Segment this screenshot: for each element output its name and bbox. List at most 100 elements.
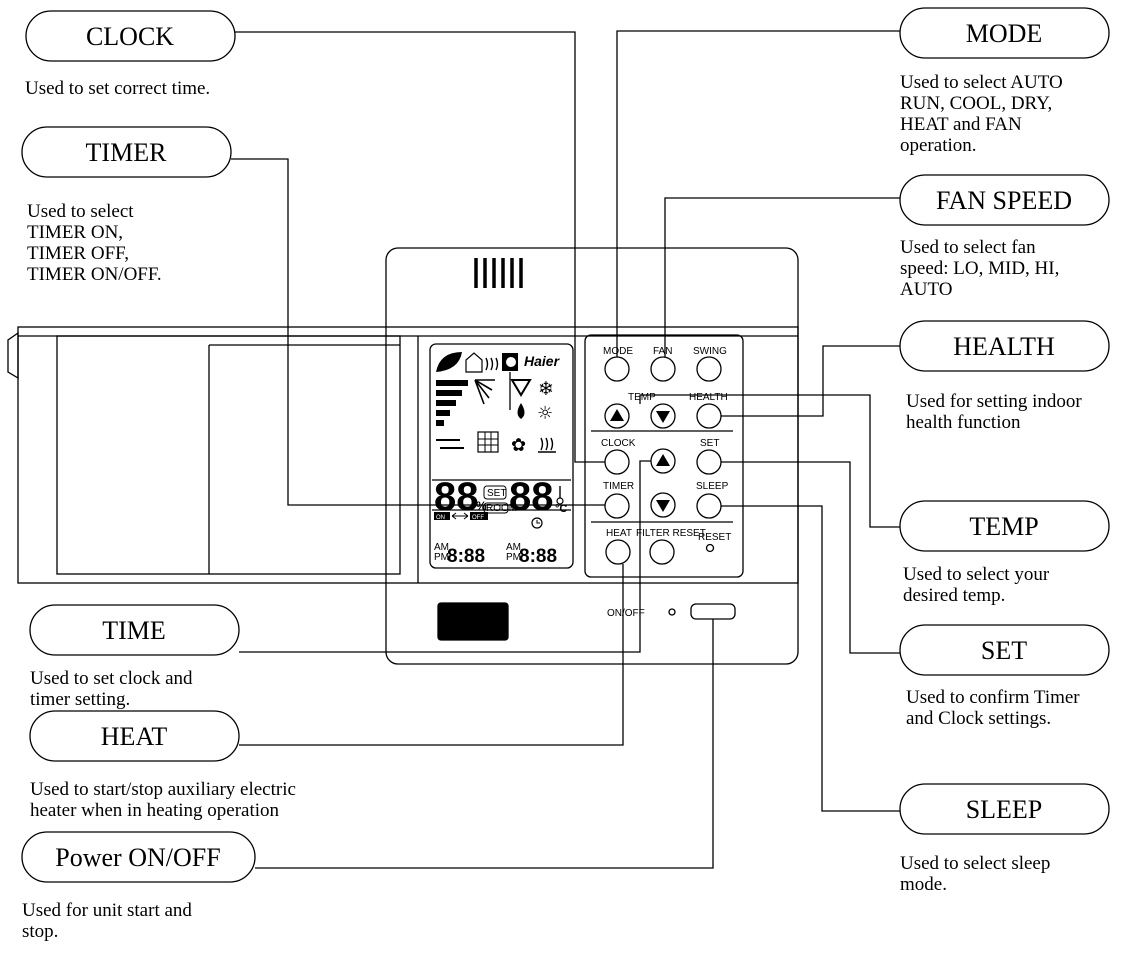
clock-leader (235, 31, 605, 463)
time-description: Used to set clock and timer setting. (30, 668, 193, 710)
fan-speed-leader (664, 197, 900, 357)
heat-description: Used to start/stop auxiliary electric he… (30, 779, 296, 821)
health-button[interactable] (696, 403, 722, 429)
timer-leader (231, 158, 605, 506)
sleep-leader (721, 505, 900, 812)
fan-speed-description: Used to select fan speed: LO, MID, HI, A… (900, 237, 1060, 300)
time-leader (239, 460, 651, 653)
lcd-off-tag: OFF (472, 515, 484, 521)
heat-leader (239, 564, 624, 746)
temp-callout (899, 500, 1110, 552)
health-leader (721, 345, 900, 417)
lcd-display (429, 343, 574, 569)
temp-leader (639, 394, 900, 528)
up-arrow-icon (610, 409, 624, 421)
temp-up-button[interactable] (604, 403, 630, 429)
fan-button-label: FAN (653, 346, 672, 357)
timer-description: Used to select TIMER ON, TIMER OFF, TIME… (27, 201, 162, 285)
fan-button[interactable] (650, 356, 676, 382)
room-tag-box (483, 502, 509, 514)
lcd-icons: ❄ ☼ ✿ (434, 352, 564, 529)
down-arrow-icon (656, 500, 670, 512)
snowflake-icon: ❄ (538, 378, 554, 400)
power-description: Used for unit start and stop. (22, 900, 192, 942)
temp-down-button[interactable] (650, 403, 676, 429)
lcd-time-right: 8:88 (519, 546, 557, 567)
set-callout (899, 624, 1110, 676)
lcd-room-tag: ROOM (486, 503, 517, 514)
on-tag-box (434, 512, 450, 520)
filter-reset-button-label: FILTER RESET (636, 528, 706, 539)
clock-callout-label: CLOCK (86, 22, 174, 51)
heat-button[interactable] (605, 539, 631, 565)
time-down-button[interactable] (650, 492, 676, 518)
lcd-pm-left: PM (434, 552, 449, 563)
swing-button-label: SWING (693, 346, 727, 357)
heat-callout (29, 710, 240, 762)
button-panel (584, 334, 744, 578)
power-leader (255, 619, 714, 869)
timer-callout (21, 126, 232, 178)
set-button[interactable] (696, 449, 722, 475)
lcd-on-tag: ON (436, 515, 445, 521)
house-icon (465, 352, 483, 373)
set-button-label: SET (700, 438, 719, 449)
ir-emitter-slots (474, 258, 523, 288)
indoor-unit-panel (7, 326, 799, 584)
mode-leader (616, 30, 900, 357)
heater-icon (485, 357, 499, 371)
time-callout (29, 604, 240, 656)
timer-button-label: TIMER (603, 481, 634, 492)
fan-bars-icon (436, 380, 468, 426)
fan-speed-callout-label: FAN SPEED (936, 186, 1072, 215)
sleep-callout-label: SLEEP (966, 795, 1043, 824)
lcd-temp-digits: 88 (509, 475, 554, 519)
lcd-time-left: 8:88 (447, 546, 485, 567)
off-tag-box (470, 512, 488, 520)
down-arrow-icon (656, 411, 670, 423)
ir-receiver-window (437, 602, 509, 641)
cool-icon (510, 379, 532, 397)
clock-button[interactable] (604, 449, 630, 475)
reset-pinhole[interactable] (705, 543, 715, 553)
heat-callout-label: HEAT (101, 722, 168, 751)
swing-button[interactable] (696, 356, 722, 382)
filter-reset-button[interactable] (649, 539, 675, 565)
set-callout-label: SET (981, 636, 1027, 665)
sleep-button[interactable] (696, 493, 722, 519)
up-arrow-icon (656, 454, 670, 466)
lcd-am-right: AM (506, 542, 521, 553)
fan-icon: ✿ (511, 435, 526, 456)
mode-button-label: MODE (603, 346, 633, 357)
lcd-percent-sign: % (476, 499, 487, 513)
brand-logo: Haier (524, 353, 561, 369)
time-callout-label: TIME (102, 616, 166, 645)
grid-icon (477, 431, 499, 453)
mode-callout (899, 7, 1110, 59)
timer-button[interactable] (604, 493, 630, 519)
sleep-button-label: SLEEP (696, 481, 729, 492)
lcd-set-tag: SET (487, 488, 506, 499)
power-callout (21, 831, 256, 883)
on-off-button[interactable] (690, 603, 736, 620)
leaf-icon (436, 352, 462, 372)
on-off-label: ON/OFF (607, 608, 645, 619)
lcd-pm-right: PM (506, 552, 521, 563)
heat-wave-icon (538, 437, 556, 453)
set-description: Used to confirm Timer and Clock settings… (906, 687, 1080, 729)
mode-callout-label: MODE (966, 19, 1043, 48)
power-callout-label: Power ON/OFF (55, 843, 220, 872)
mode-button[interactable] (604, 356, 630, 382)
remote-body (385, 247, 799, 665)
dry-drop-icon (517, 403, 525, 419)
health-callout-label: HEALTH (953, 332, 1055, 361)
on-off-arrows-icon (451, 512, 469, 520)
sun-icon: ☼ (537, 403, 553, 424)
timer-callout-label: TIMER (86, 138, 168, 167)
set-tag-box (483, 485, 507, 500)
lcd-am-left: AM (434, 542, 449, 553)
temp-description: Used to select your desired temp. (903, 564, 1050, 606)
sleep-callout (899, 783, 1110, 835)
heat-button-label: HEAT (606, 528, 632, 539)
